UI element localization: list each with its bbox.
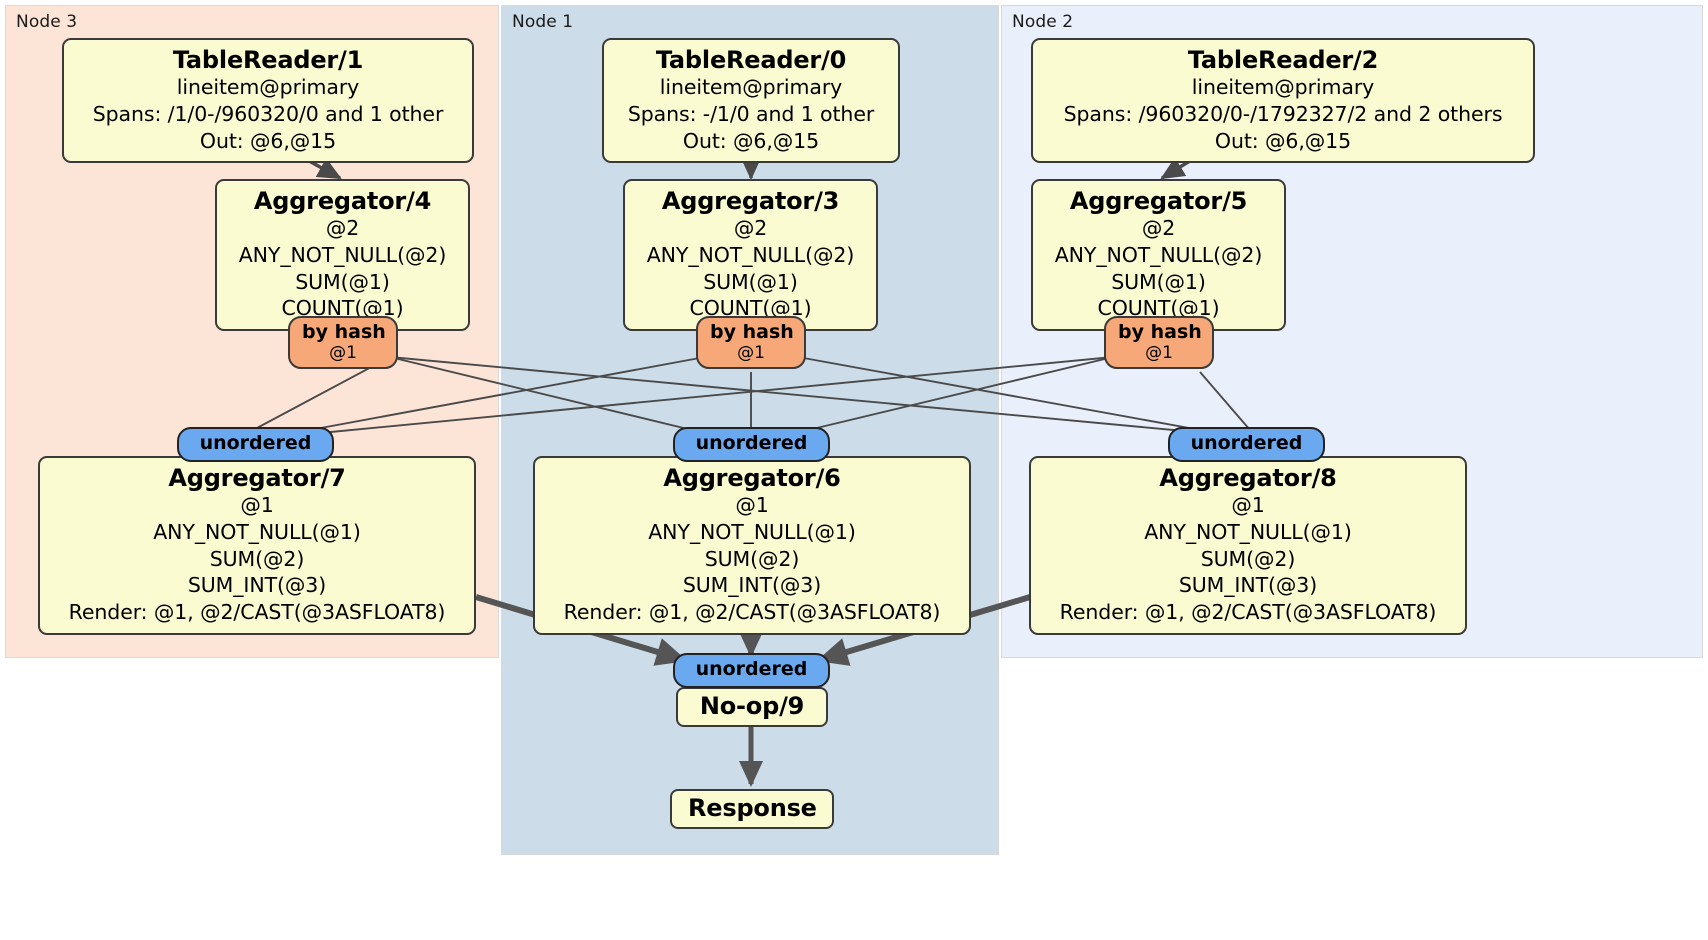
processor-line: SUM_INT(@3): [682, 573, 822, 598]
output-router-by-hash-4[interactable]: by hash @1: [288, 316, 398, 370]
processor-aggregator-3[interactable]: Aggregator/3 @2 ANY_NOT_NULL(@2) SUM(@1)…: [623, 179, 878, 331]
processor-line: @1: [240, 493, 274, 518]
processor-aggregator-4[interactable]: Aggregator/4 @2 ANY_NOT_NULL(@2) SUM(@1)…: [215, 179, 470, 331]
processor-line: ANY_NOT_NULL(@2): [646, 242, 855, 267]
processor-line: Render: @1, @2/CAST(@3ASFLOAT8): [1059, 599, 1437, 624]
processor-title: TableReader/2: [1187, 46, 1379, 74]
processor-line: ANY_NOT_NULL(@1): [648, 519, 856, 544]
input-sync-unordered-6[interactable]: unordered: [673, 427, 830, 462]
node-panel-label-node2: Node 2: [1012, 12, 1074, 32]
processor-aggregator-5[interactable]: Aggregator/5 @2 ANY_NOT_NULL(@2) SUM(@1)…: [1031, 179, 1286, 331]
input-sync-unordered-8[interactable]: unordered: [1168, 427, 1325, 462]
input-sync-unordered-7[interactable]: unordered: [177, 427, 334, 462]
processor-tablereader-2[interactable]: TableReader/2 lineitem@primary Spans: /9…: [1031, 38, 1535, 164]
processor-aggregator-7[interactable]: Aggregator/7 @1 ANY_NOT_NULL(@1) SUM(@2)…: [38, 456, 476, 635]
node-panel-label-node1: Node 1: [512, 12, 574, 32]
processor-line: SUM(@2): [1200, 546, 1296, 571]
processor-title: TableReader/1: [172, 46, 364, 74]
processor-line: lineitem@primary: [176, 75, 360, 100]
processor-line: Spans: /1/0-/960320/0 and 1 other: [92, 101, 444, 126]
processor-line: Render: @1, @2/CAST(@3ASFLOAT8): [563, 599, 941, 624]
processor-line: @2: [733, 216, 768, 241]
processor-title: No-op/9: [699, 692, 805, 720]
router-subtitle: @1: [1145, 343, 1173, 364]
processor-title: Aggregator/3: [661, 187, 840, 215]
processor-line: Out: @6,@15: [1214, 128, 1352, 153]
processor-line: Spans: -/1/0 and 1 other: [627, 101, 875, 126]
processor-line: lineitem@primary: [1191, 75, 1375, 100]
processor-line: Out: @6,@15: [682, 128, 820, 153]
processor-line: Render: @1, @2/CAST(@3ASFLOAT8): [68, 599, 446, 624]
processor-title: Aggregator/5: [1069, 187, 1248, 215]
router-subtitle: @1: [329, 343, 357, 364]
input-sync-unordered-9[interactable]: unordered: [673, 653, 830, 688]
processor-title: Aggregator/7: [168, 464, 346, 492]
processor-line: SUM(@2): [704, 546, 800, 571]
router-title: by hash: [1118, 321, 1202, 343]
processor-title: Aggregator/8: [1159, 464, 1337, 492]
processor-tablereader-1[interactable]: TableReader/1 lineitem@primary Spans: /1…: [62, 38, 474, 164]
processor-line: lineitem@primary: [659, 75, 843, 100]
processor-line: SUM(@1): [295, 269, 390, 294]
processor-line: SUM(@1): [1111, 269, 1206, 294]
node-panel-label-node3: Node 3: [16, 12, 78, 32]
output-router-by-hash-3[interactable]: by hash @1: [696, 316, 806, 370]
processor-line: SUM_INT(@3): [187, 573, 327, 598]
processor-line: ANY_NOT_NULL(@1): [153, 519, 361, 544]
processor-line: SUM(@1): [703, 269, 798, 294]
processor-line: @1: [735, 493, 769, 518]
output-router-by-hash-5[interactable]: by hash @1: [1104, 316, 1214, 370]
processor-line: Spans: /960320/0-/1792327/2 and 2 others: [1063, 101, 1503, 126]
processor-title: Aggregator/4: [253, 187, 432, 215]
processor-line: Out: @6,@15: [199, 128, 337, 153]
router-title: by hash: [710, 321, 794, 343]
processor-response[interactable]: Response: [670, 789, 834, 830]
processor-line: @2: [325, 216, 360, 241]
router-title: by hash: [302, 321, 386, 343]
processor-title: Response: [688, 794, 817, 822]
processor-title: Aggregator/6: [663, 464, 841, 492]
processor-line: ANY_NOT_NULL(@2): [1054, 242, 1263, 267]
processor-tablereader-0[interactable]: TableReader/0 lineitem@primary Spans: -/…: [602, 38, 900, 164]
processor-line: SUM(@2): [209, 546, 305, 571]
processor-aggregator-8[interactable]: Aggregator/8 @1 ANY_NOT_NULL(@1) SUM(@2)…: [1029, 456, 1467, 635]
processor-line: @1: [1231, 493, 1265, 518]
processor-line: SUM_INT(@3): [1178, 573, 1318, 598]
processor-aggregator-6[interactable]: Aggregator/6 @1 ANY_NOT_NULL(@1) SUM(@2)…: [533, 456, 971, 635]
processor-line: ANY_NOT_NULL(@1): [1144, 519, 1352, 544]
processor-title: TableReader/0: [655, 46, 847, 74]
processor-noop-9[interactable]: No-op/9: [676, 687, 828, 728]
processor-line: ANY_NOT_NULL(@2): [238, 242, 447, 267]
router-subtitle: @1: [737, 343, 765, 364]
processor-line: @2: [1141, 216, 1176, 241]
